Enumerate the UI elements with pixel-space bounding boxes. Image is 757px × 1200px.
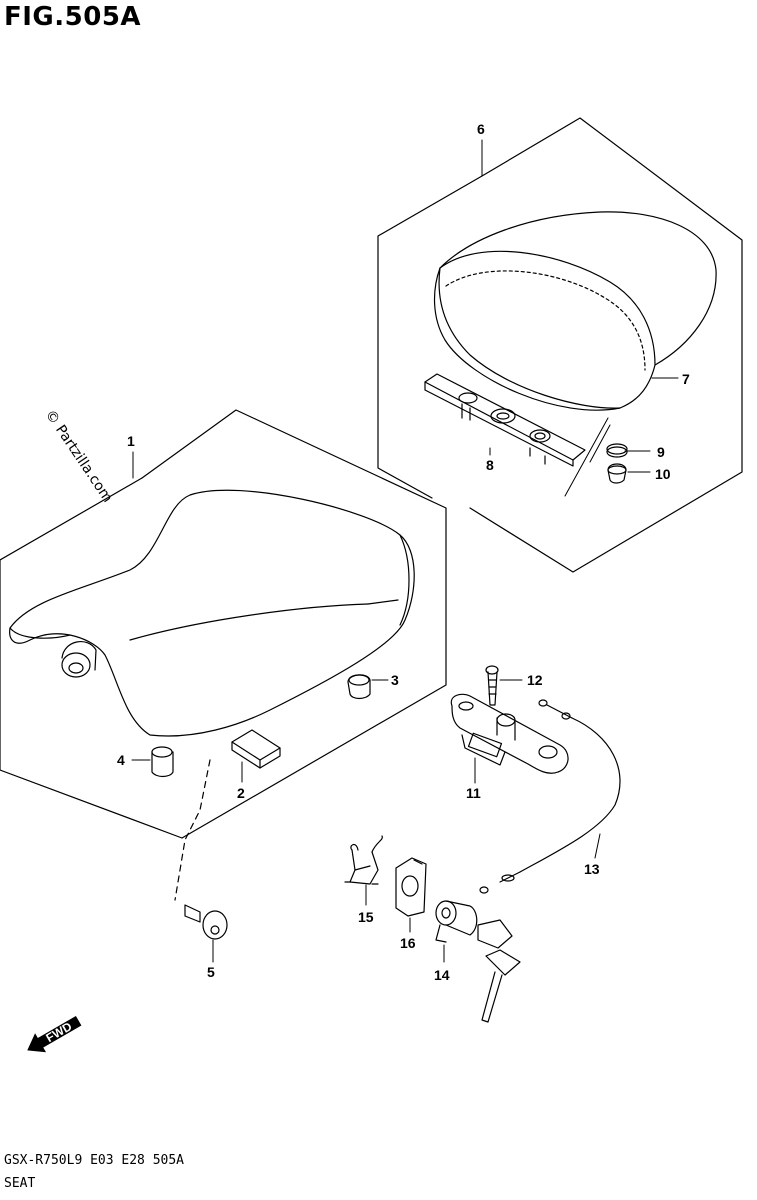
front-seat [9, 489, 415, 737]
seat-lock-cable [479, 699, 621, 894]
pad-part-2 [231, 729, 281, 769]
section-name: SEAT [4, 1176, 36, 1191]
callout-10: 10 [655, 466, 671, 482]
callout-12: 12 [527, 672, 543, 688]
callout-16: 16 [400, 935, 416, 951]
callout-13: 13 [584, 861, 600, 877]
callout-9: 9 [657, 444, 665, 460]
callout-7: 7 [682, 371, 690, 387]
callout-14: 14 [434, 967, 450, 983]
lock-bracket-part-11 [450, 693, 569, 774]
callout-1: 1 [127, 433, 135, 449]
bumper-part-3 [347, 674, 371, 700]
callout-labels: 1 2 3 4 5 6 7 8 9 10 11 12 13 14 15 16 [117, 121, 690, 983]
callout-11: 11 [466, 785, 481, 801]
clip-part-15 [344, 835, 383, 885]
callout-3: 3 [391, 672, 399, 688]
callout-leaders [131, 139, 679, 963]
leader-line-front [174, 759, 211, 901]
lock-and-key-part-14 [435, 900, 521, 1023]
rear-seat-group-outline [377, 117, 743, 573]
screw-part-12 [485, 665, 499, 706]
figure-title: FIG.505A [4, 2, 142, 32]
rear-seat-cowl [433, 211, 717, 411]
callout-6: 6 [477, 121, 485, 137]
plate-part-16 [395, 857, 427, 917]
fwd-arrow-icon: FWD [27, 1015, 82, 1053]
bumper-part-4 [151, 751, 174, 778]
callout-15: 15 [358, 909, 374, 925]
leader-line-rear [564, 417, 611, 497]
callout-4: 4 [117, 752, 125, 768]
rear-seat-bracket [424, 373, 586, 467]
callout-8: 8 [486, 457, 494, 473]
bolt-part-5 [184, 904, 228, 940]
callout-2: 2 [237, 785, 245, 801]
model-code: GSX-R750L9 E03 E28 505A [4, 1153, 185, 1168]
front-seat-group-outline [0, 409, 447, 839]
washer-part-9 [606, 446, 628, 458]
callout-5: 5 [207, 964, 215, 980]
nut-part-10 [607, 463, 627, 484]
